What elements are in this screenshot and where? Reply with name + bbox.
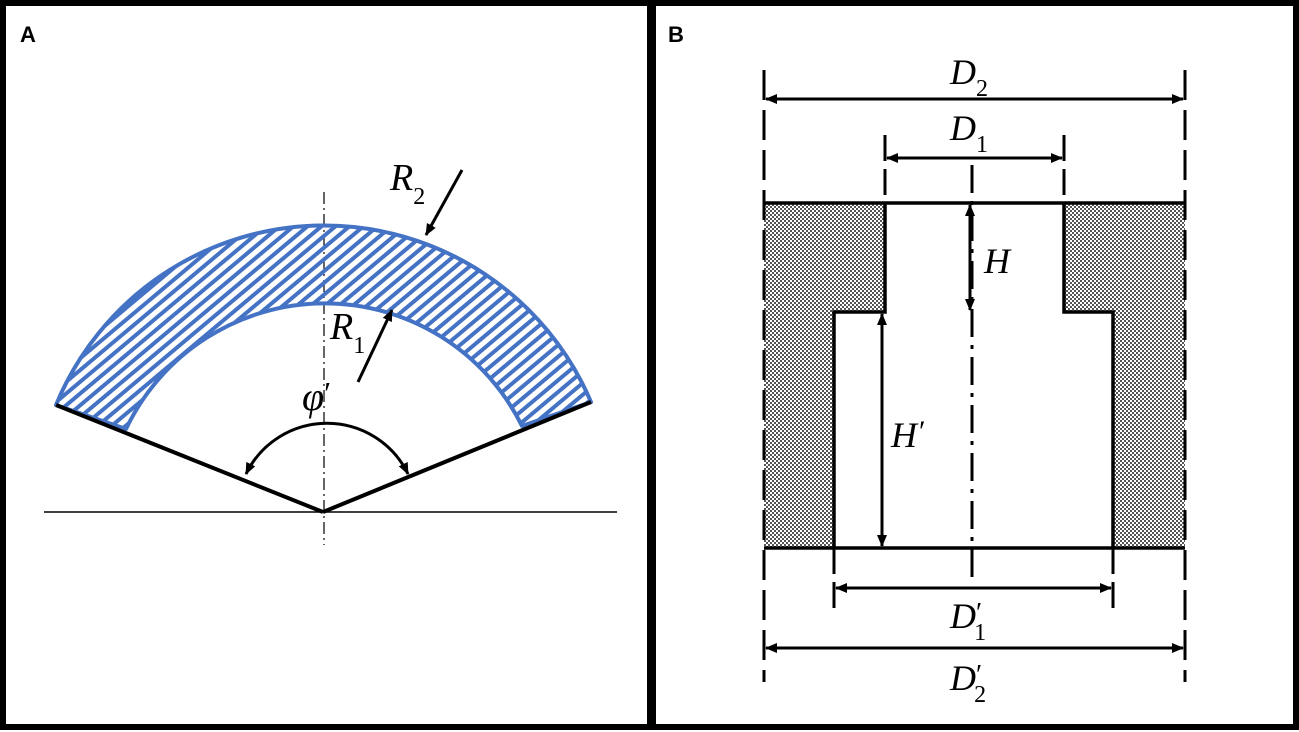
inner-radius-label: R1: [329, 306, 365, 359]
inner-radius-arrow: [356, 309, 394, 383]
ring-sector: [54, 223, 593, 431]
angle-arc: [244, 421, 410, 475]
cavity-height-label: H′: [890, 415, 926, 455]
sector-edge-left: [55, 403, 324, 514]
neck-height-label: H: [983, 241, 1012, 281]
outer-radius-arrow: [424, 169, 464, 236]
panel-b: B D2 D1 H H′ D′1: [668, 22, 1187, 708]
bottom-inner-label: D′1: [949, 596, 986, 646]
panel-a: A R2 R1 φ′: [20, 22, 617, 545]
top-inner-label: D1: [949, 108, 988, 158]
cavity-outline: [832, 201, 1115, 550]
outer-radius-label: R2: [389, 157, 425, 210]
bottom-outer-label: D′2: [949, 658, 986, 708]
panel-a-letter: A: [20, 22, 36, 47]
top-outer-label: D2: [949, 52, 988, 102]
sector-edge-right: [322, 400, 592, 514]
panel-b-letter: B: [668, 22, 684, 47]
cross-section-body: [764, 203, 1185, 548]
angle-label: φ′: [302, 374, 331, 419]
outer-outline: [764, 201, 1185, 550]
panel-b-frame: [650, 0, 1299, 730]
